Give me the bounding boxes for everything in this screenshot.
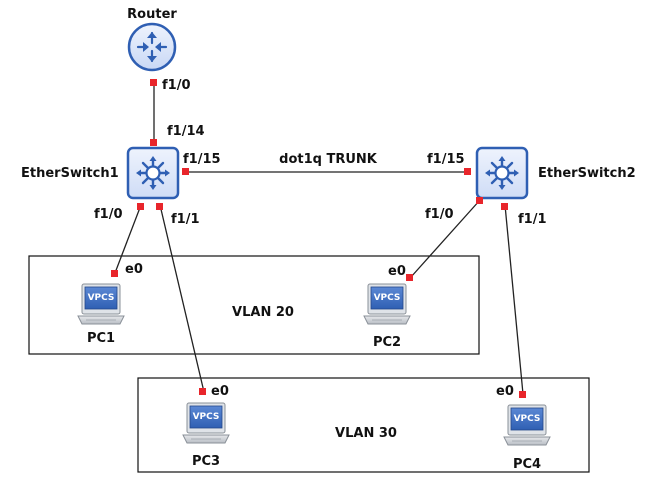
switch1-node[interactable]: EtherSwitch1 (21, 146, 180, 200)
port-marker (182, 168, 189, 175)
port-label-pc4-e0: e0 (496, 384, 514, 399)
vlan30-area (137, 377, 590, 473)
port-marker (464, 168, 471, 175)
port-label-pc3-e0: e0 (211, 384, 229, 399)
port-label-sw2-f1-0: f1/0 (425, 207, 454, 222)
port-label-router-f1-0: f1/0 (162, 78, 191, 93)
pc2-name: PC2 (373, 335, 401, 350)
router-name: Router (127, 7, 177, 22)
switch2-name: EtherSwitch2 (538, 166, 636, 181)
link-switch1-pc1 (114, 204, 142, 274)
port-label-sw2-f1-15: f1/15 (427, 152, 465, 167)
trunk-label: dot1q TRUNK (279, 152, 378, 167)
vlan20-area (28, 255, 480, 355)
port-label-pc2-e0: e0 (388, 264, 406, 279)
port-marker (406, 274, 413, 281)
pc3-name: PC3 (192, 454, 220, 469)
switch1-name: EtherSwitch1 (21, 166, 119, 181)
switch2-node[interactable]: EtherSwitch2 (475, 146, 636, 200)
pc4-badge: VPCS (514, 414, 541, 424)
pc1-node[interactable]: VPCS PC1 (77, 283, 125, 346)
pc1-name: PC1 (87, 331, 115, 346)
port-marker (476, 197, 483, 204)
router-node[interactable]: Router (127, 7, 177, 72)
link-switch2-pc4 (504, 204, 524, 395)
vlan30-label: VLAN 30 (335, 426, 397, 441)
port-marker (137, 203, 144, 210)
port-marker (156, 203, 163, 210)
port-label-sw2-f1-1: f1/1 (518, 212, 547, 227)
vpcs-pc-icon (363, 283, 411, 325)
pc3-badge: VPCS (193, 412, 220, 422)
pc2-node[interactable]: VPCS PC2 (363, 283, 411, 350)
router-icon (127, 22, 177, 72)
vlan20-label: VLAN 20 (232, 305, 294, 320)
port-marker (150, 139, 157, 146)
port-marker (111, 270, 118, 277)
port-markers (111, 79, 526, 398)
port-marker (199, 388, 206, 395)
pc3-node[interactable]: VPCS PC3 (182, 402, 230, 469)
link-switch1-pc3 (159, 204, 205, 393)
pc4-name: PC4 (513, 457, 541, 472)
port-label-sw1-f1-14: f1/14 (167, 124, 205, 139)
port-label-sw1-f1-0: f1/0 (94, 207, 123, 222)
pc2-badge: VPCS (374, 293, 401, 303)
port-marker (150, 79, 157, 86)
port-marker (501, 203, 508, 210)
port-label-sw1-f1-15: f1/15 (183, 152, 221, 167)
pc1-badge: VPCS (88, 293, 115, 303)
port-marker (519, 391, 526, 398)
pc4-node[interactable]: VPCS PC4 (503, 404, 551, 472)
vpcs-pc-icon (182, 402, 230, 444)
vpcs-pc-icon (503, 404, 551, 446)
port-label-pc1-e0: e0 (125, 262, 143, 277)
port-label-sw1-f1-1: f1/1 (171, 212, 200, 227)
vpcs-pc-icon (77, 283, 125, 325)
link-switch2-pc2 (410, 199, 481, 278)
